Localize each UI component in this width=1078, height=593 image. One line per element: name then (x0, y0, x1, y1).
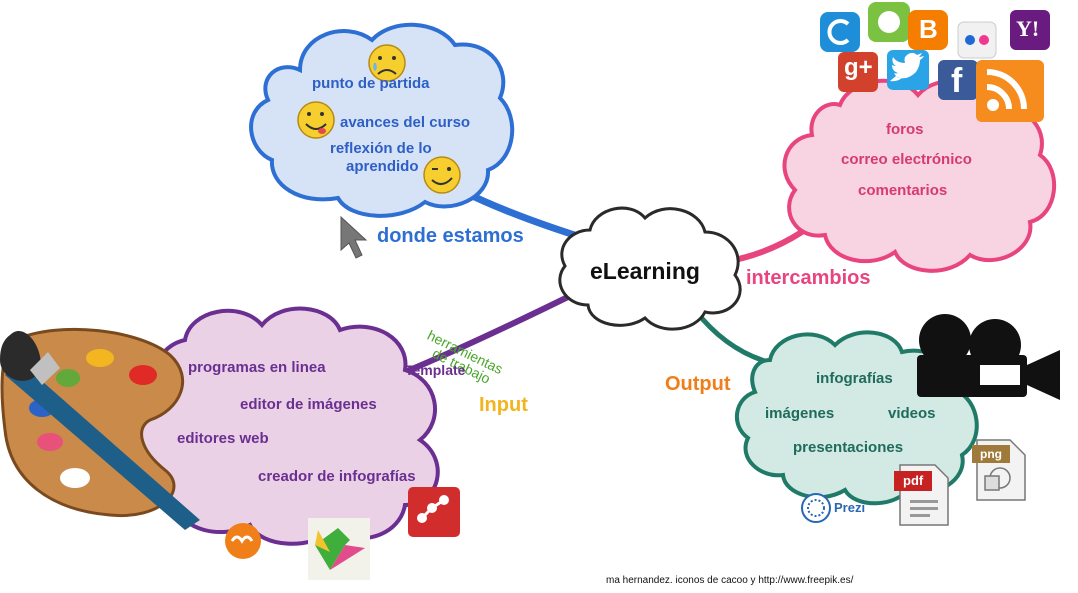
facebook-letter: f (951, 62, 963, 100)
yahoo-icon (1010, 10, 1050, 50)
donde-item-2: avances del curso (340, 114, 471, 131)
cacoo-icon (820, 12, 860, 52)
prezi-logo-icon (801, 493, 831, 523)
facebook-icon (938, 60, 978, 100)
center-label: eLearning (590, 258, 700, 284)
input-item-4: creador de infografías (258, 468, 416, 485)
input-item-2: editor de imágenes (240, 396, 377, 413)
input-branch-label: Input (479, 394, 528, 416)
output-item-2: imágenes (765, 405, 835, 422)
intercambios-item-2: correo electrónico (841, 151, 972, 168)
blogger-icon (908, 10, 948, 50)
blogger-letter: B (919, 14, 938, 44)
sad-face-icon (368, 44, 406, 82)
cursor-arrow-icon (340, 215, 368, 259)
wink-face-icon (423, 156, 461, 194)
png-file-icon (972, 439, 1026, 501)
output-branch-label: Output (665, 373, 731, 395)
donde-item-4: aprendido (346, 158, 419, 175)
video-camera-icon (917, 314, 1060, 400)
connector-output (693, 308, 781, 368)
donde-item-3: reflexión de lo (330, 140, 432, 157)
pdf-file-icon (894, 464, 949, 526)
infographic-app-icon (408, 487, 460, 537)
tongue-face-icon (297, 101, 335, 139)
intercambios-branch-label: intercambios (746, 267, 871, 289)
donde-branch-label: donde estamos (377, 225, 524, 247)
connector-input (403, 292, 574, 375)
intercambios-item-1: foros (886, 121, 924, 138)
output-item-4: presentaciones (793, 439, 904, 456)
gplus-text: g+ (844, 54, 873, 81)
pdf-label: pdf (903, 473, 924, 488)
cloud-center (558, 206, 742, 331)
credit-text: ma hernandez. iconos de cacoo y http://w… (606, 575, 854, 586)
output-item-3: videos (888, 405, 936, 422)
flickr-icon (957, 21, 997, 59)
donde-item-1: punto de partida (312, 75, 430, 92)
web-app-icon (225, 523, 261, 559)
rss-icon (976, 60, 1044, 122)
png-label: png (980, 447, 1002, 461)
intercambios-item-3: comentarios (858, 182, 948, 199)
input-item-1: programas en linea (188, 359, 326, 376)
palette-icon (0, 327, 200, 530)
google-plus-icon (838, 52, 878, 92)
yahoo-letter: Y! (1016, 16, 1040, 41)
bird-logo-icon (308, 518, 370, 580)
input-item-3: editores web (177, 430, 269, 447)
template-label: Template (405, 362, 466, 378)
output-item-1: infografías (816, 370, 893, 387)
prezi-label: Prezi (834, 500, 866, 515)
